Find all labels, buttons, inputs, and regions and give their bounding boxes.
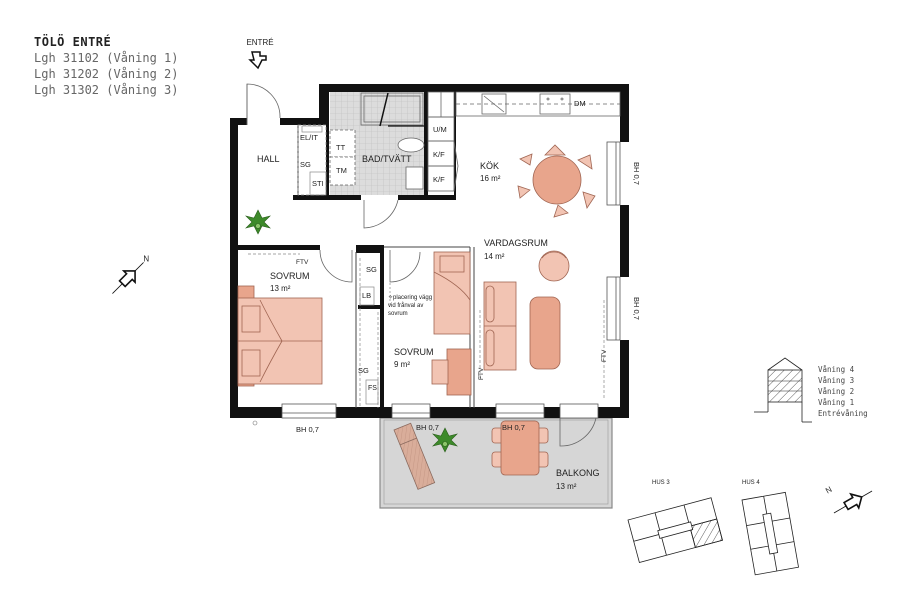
window-label-balcony-left: BH 0,7 — [416, 423, 439, 432]
armchair — [538, 250, 570, 282]
site-house-3-label: HUS 3 — [652, 480, 670, 486]
label-kf-2: K/F — [433, 175, 445, 184]
exterior-walls — [230, 84, 629, 418]
label-tm: TM — [336, 166, 347, 175]
sofa — [483, 281, 517, 371]
legend-level-3: Våning 3 — [818, 376, 854, 385]
label-sg-bed2: SG — [358, 366, 369, 375]
sun-lounger — [393, 422, 436, 490]
floor-level-legend: Våning 4 Våning 3 Våning 2 Våning 1 Entr… — [754, 357, 868, 423]
svg-text:sovrum: sovrum — [388, 311, 408, 317]
window-label-living: BH 0,7 — [632, 297, 641, 320]
wall-placement-note: ✧ placering vägg vid frånval av sovrum — [388, 294, 432, 317]
room-area-living: 14 m² — [484, 252, 505, 261]
entrance-arrow-icon — [248, 51, 267, 70]
label-fs: FS — [368, 385, 377, 392]
north-arrow-icon — [833, 490, 873, 514]
room-label-bedroom-small: SOVRUM — [394, 347, 434, 357]
room-area-bedroom-small: 9 m² — [394, 360, 410, 369]
title-block: TÖLÖ ENTRÉ Lgh 31102 (Våning 1) Lgh 3120… — [34, 35, 179, 98]
desk-chair — [431, 359, 449, 385]
desk — [446, 348, 472, 396]
room-label-bath: BAD/TVÄTT — [362, 154, 412, 164]
label-ftv-living: FTV — [601, 349, 608, 362]
label-ftv-small: FTV — [478, 367, 485, 380]
label-sti: STI — [312, 179, 324, 188]
doors — [246, 83, 597, 447]
entrance-label: ENTRÉ — [246, 38, 273, 47]
label-lb: LB — [362, 291, 371, 300]
room-area-kitchen: 16 m² — [480, 174, 501, 183]
window-label-kitchen: BH 0,7 — [632, 162, 641, 185]
house-4-outline — [741, 491, 799, 576]
svg-text:✧: ✧ — [388, 294, 393, 301]
room-label-balcony: BALKONG — [556, 468, 600, 478]
room-area-balcony: 13 m² — [556, 482, 577, 491]
room-label-living: VARDAGSRUM — [484, 238, 548, 248]
room-label-bedroom-large: SOVRUM — [270, 271, 310, 281]
label-dm: DM — [574, 99, 586, 108]
label-sg-hall: SG — [300, 160, 311, 169]
north-label: N — [824, 485, 834, 496]
room-label-hall: HALL — [257, 154, 280, 164]
coffee-table — [529, 296, 561, 370]
label-el-it: EL/IT — [300, 133, 318, 142]
house-3-outline — [627, 497, 723, 563]
site-plan: HUS 3 HUS 4 — [627, 480, 799, 576]
plant-icon — [432, 427, 458, 453]
entrance-marker: ENTRÉ — [246, 38, 274, 70]
plant-icon — [245, 209, 271, 235]
apartment-line-1: Lgh 31102 (Våning 1) — [34, 51, 179, 65]
svg-text:placering vägg: placering vägg — [393, 295, 432, 301]
room-label-kitchen: KÖK — [480, 161, 499, 171]
legend-level-4: Våning 4 — [818, 365, 855, 374]
single-bed — [433, 251, 471, 335]
svg-text:vid frånval av: vid frånval av — [388, 302, 423, 309]
project-title: TÖLÖ ENTRÉ — [34, 35, 112, 49]
legend-entrance-level: Entrévåning — [818, 409, 868, 418]
furniture — [237, 144, 596, 490]
label-kf-1: K/F — [433, 150, 445, 159]
apartment-line-3: Lgh 31302 (Våning 3) — [34, 83, 179, 97]
site-house-4-label: HUS 4 — [742, 480, 760, 486]
label-tt: TT — [336, 143, 346, 152]
apartment-line-2: Lgh 31202 (Våning 2) — [34, 67, 179, 81]
legend-level-2: Våning 2 — [818, 387, 854, 396]
windows — [281, 141, 621, 419]
window-label-balcony-mid: BH 0,7 — [502, 423, 525, 432]
bath-fixtures — [329, 92, 425, 190]
kitchen-counter — [427, 91, 621, 192]
label-ftv-bedroom: FTV — [296, 259, 309, 266]
legend-level-1: Våning 1 — [818, 398, 854, 407]
svg-text:N: N — [143, 255, 149, 264]
balcony-dining-set — [491, 420, 549, 476]
window-label-bedroom: BH 0,7 — [296, 425, 319, 434]
room-area-bedroom-large: 13 m² — [270, 284, 291, 293]
north-arrow-icon: N — [112, 255, 149, 294]
double-bed — [237, 285, 323, 387]
label-um: U/M — [433, 125, 447, 134]
label-sg-bed1: SG — [366, 265, 377, 274]
dining-table-round — [517, 144, 596, 218]
